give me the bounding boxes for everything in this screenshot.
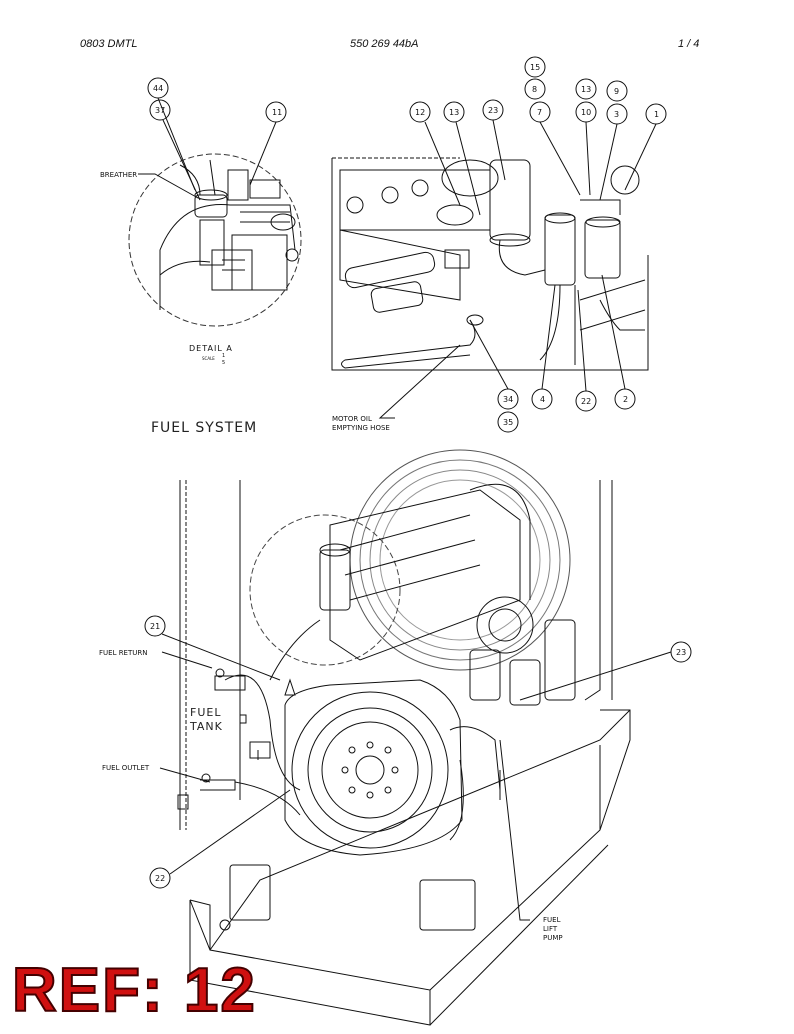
detail-scale-label: SCALE (202, 356, 215, 361)
ref-stamp: REF: 12 (11, 956, 257, 1025)
balloon-label: 13 (449, 108, 459, 117)
balloon-label: 1 (654, 110, 659, 119)
balloon-label: 10 (581, 108, 591, 117)
fuel-tank-label: FUEL (190, 706, 221, 719)
detail-scale-num: 1 (222, 353, 225, 359)
balloon-label: 23 (676, 648, 686, 657)
detail-balloons (138, 77, 287, 201)
detail-scale-den: 5 (222, 360, 225, 366)
fuel-lift-pump-label-2: LIFT (543, 925, 558, 933)
detail-a-title: DETAIL A (189, 344, 233, 353)
balloon-label: 21 (150, 622, 160, 631)
section-title: FUEL SYSTEM (151, 420, 257, 436)
emptying-hose-label: EMPTYING HOSE (332, 424, 390, 432)
balloon-label: 13 (581, 85, 591, 94)
fuel-lift-pump-label: FUEL (543, 916, 561, 924)
balloon-label: 3 (614, 110, 619, 119)
balloon-label: 35 (503, 418, 513, 427)
balloon-label: 34 (503, 395, 513, 404)
motor-oil-label: MOTOR OIL (332, 415, 372, 423)
balloon-label: 2 (623, 395, 628, 404)
balloon-label: 22 (155, 874, 165, 883)
balloon-label: 8 (532, 85, 537, 94)
fuel-return-label: FUEL RETURN (99, 649, 147, 657)
fuel-outlet-label: FUEL OUTLET (102, 764, 150, 772)
doc-number: 0803 DMTL (80, 38, 138, 50)
detail-a-view (128, 153, 302, 327)
breather-label: BREATHER (100, 171, 137, 179)
balloon-label: 22 (581, 397, 591, 406)
bottom-balloons (144, 615, 692, 921)
balloon-label: 4 (540, 395, 545, 404)
balloon-label: 23 (488, 106, 498, 115)
balloon-label: 44 (153, 84, 163, 93)
part-number: 550 269 44bA (350, 38, 419, 50)
balloon-label: 15 (530, 63, 540, 72)
page-indicator: 1 / 4 (678, 38, 700, 50)
bottom-engine-view (177, 449, 631, 1026)
balloon-label: 37 (155, 106, 165, 115)
balloon-label: 9 (614, 87, 619, 96)
balloon-label: 12 (415, 108, 425, 117)
fuel-lift-pump-label-3: PUMP (543, 934, 563, 942)
top-right-engine-view (331, 157, 649, 371)
balloon-label: 11 (272, 108, 282, 117)
top-right-balloons (378, 56, 667, 433)
fuel-tank-label-2: TANK (189, 720, 223, 733)
balloon-label: 7 (537, 108, 542, 117)
